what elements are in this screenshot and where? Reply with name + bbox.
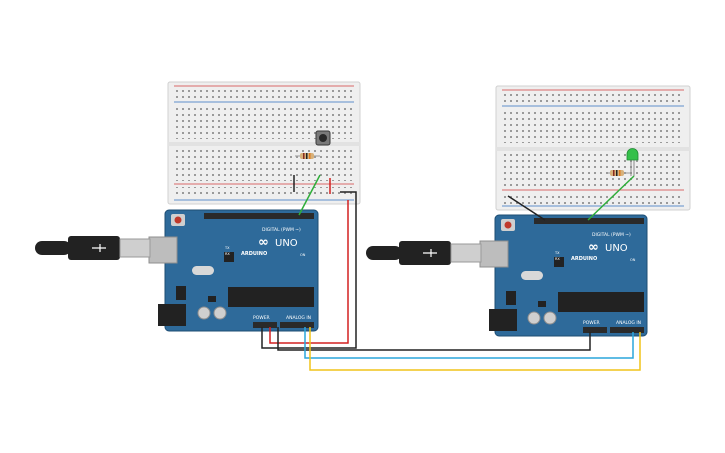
power-label: POWER (583, 320, 600, 326)
digital-label: DIGITAL (PWM ~) (262, 227, 301, 233)
board-model: UNO (605, 243, 628, 254)
power-label: POWER (253, 315, 270, 321)
led[interactable] (626, 148, 639, 177)
on-label: ON (300, 253, 306, 257)
board-brand: ARDUINO (571, 256, 597, 262)
wire-black-shared-gnd (277, 327, 591, 351)
wire-black-left-gnd (261, 191, 357, 349)
usb-cable-icon (366, 241, 482, 265)
arduino-left[interactable]: ∞ UNO ARDUINO DIGITAL (PWM ~) POWER ANAL… (148, 209, 319, 332)
wire-green-left (298, 174, 321, 216)
analog-label: ANALOG IN (616, 320, 641, 326)
board-logo: ∞ (588, 240, 599, 255)
usb-cable-icon (35, 236, 151, 260)
board-brand: ARDUINO (241, 251, 267, 257)
wires (261, 174, 641, 371)
rx-label: RX (555, 257, 560, 261)
rx-label: RX (225, 252, 230, 256)
resistor-left (295, 153, 320, 159)
breadboard-left (167, 81, 361, 205)
tx-label: TX (224, 246, 230, 250)
digital-label: DIGITAL (PWM ~) (592, 232, 631, 238)
wire-yellow-scl (309, 327, 641, 371)
tx-label: TX (554, 251, 560, 255)
analog-label: ANALOG IN (286, 315, 311, 321)
wire-blue-sda (304, 327, 634, 359)
wire-green-right (587, 175, 635, 221)
board-model: UNO (275, 238, 298, 249)
arduino-right[interactable]: ∞ UNO ARDUINO DIGITAL (PWM ~) POWER ANAL… (479, 214, 648, 337)
board-logo: ∞ (258, 235, 269, 250)
breadboard-right (495, 85, 691, 211)
wire-black-right-bb (507, 195, 546, 221)
resistor-right (606, 170, 630, 176)
on-label: ON (630, 258, 636, 262)
wire-red-left-5v (269, 200, 349, 344)
pushbutton[interactable] (315, 130, 331, 146)
